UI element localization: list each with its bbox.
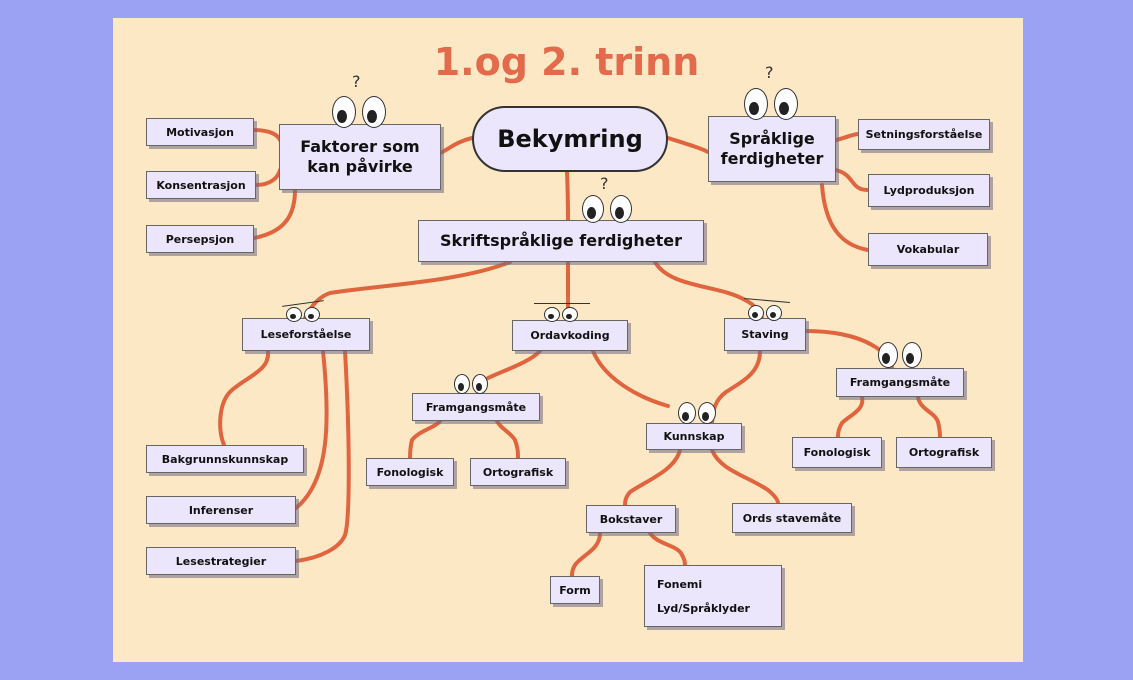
eyes-icon	[452, 372, 492, 394]
link-factors-motivasjon	[252, 128, 282, 142]
link-root-skrift	[565, 170, 570, 222]
node-inferenser[interactable]: Inferenser	[146, 496, 296, 524]
link-framgang2-fonologisk	[836, 395, 865, 439]
eye-right	[362, 96, 386, 128]
link-framgang2-ortografisk	[916, 395, 942, 439]
node-motivasjon[interactable]: Motivasjon	[146, 118, 254, 146]
eye-left	[582, 195, 604, 223]
node-kunnskap[interactable]: Kunnskap	[646, 423, 742, 450]
node-leseforstaelse[interactable]: Leseforståelse	[242, 318, 370, 351]
link-lese-strategier	[294, 349, 351, 563]
link-lese-bakgrunn	[218, 349, 271, 447]
eye-left	[878, 342, 898, 368]
eyes-icon	[876, 340, 926, 368]
link-framgang-ortografisk	[495, 419, 520, 460]
eye-left	[744, 88, 768, 120]
link-bokstaver-form	[570, 531, 602, 578]
eye-right	[774, 88, 798, 120]
link-factors-persepsjon	[252, 188, 297, 240]
link-ord-framgang	[486, 349, 542, 380]
node-spraklige-ferdigheter[interactable]: Språklige ferdigheter	[708, 116, 836, 182]
link-kunnskap-ords	[710, 448, 780, 505]
eye-left	[678, 402, 696, 424]
node-form[interactable]: Form	[550, 576, 600, 604]
node-lesestrategier[interactable]: Lesestrategier	[146, 547, 296, 575]
node-faktorer[interactable]: Faktorer som kan påvirke	[279, 124, 441, 190]
node-fonemi-label: Fonemi	[657, 577, 703, 591]
link-kunnskap-bokstaver	[623, 448, 682, 507]
node-setningsforstaelse[interactable]: Setningsforståelse	[858, 119, 990, 150]
link-skrift-lese	[303, 260, 512, 320]
node-skriftspraklige[interactable]: Skriftspråklige ferdigheter	[418, 220, 704, 262]
node-fonologisk-staving[interactable]: Fonologisk	[792, 437, 882, 468]
node-persepsjon[interactable]: Persepsjon	[146, 225, 254, 253]
node-ortografisk-staving[interactable]: Ortografisk	[896, 437, 992, 468]
eyes-icon	[676, 400, 720, 424]
eye-left	[454, 374, 470, 394]
eyes-icon	[282, 300, 326, 322]
eyes-icon	[744, 297, 792, 321]
eyebrow	[534, 303, 590, 304]
question-mark-icon: ?	[352, 72, 361, 91]
eye-right	[902, 342, 922, 368]
link-spraklige-setning	[834, 132, 860, 142]
link-root-factors	[438, 136, 474, 155]
link-framgang-fonologisk	[408, 419, 442, 460]
node-ortografisk-ordavkoding[interactable]: Ortografisk	[470, 458, 566, 486]
node-vokabular[interactable]: Vokabular	[868, 233, 988, 266]
eye-left	[748, 305, 764, 321]
link-lese-inferenser	[294, 349, 329, 510]
node-ords-stavemate[interactable]: Ords stavemåte	[732, 503, 852, 533]
eyes-icon	[534, 303, 592, 322]
node-framgangsmate-ordavkoding[interactable]: Framgangsmåte	[412, 393, 540, 421]
eyes-icon	[742, 84, 802, 120]
node-fonologisk-ordavkoding[interactable]: Fonologisk	[366, 458, 454, 486]
eye-left	[286, 307, 302, 322]
node-bokstaver[interactable]: Bokstaver	[586, 505, 676, 533]
node-framgangsmate-staving[interactable]: Framgangsmåte	[836, 368, 964, 397]
page-title: 1.og 2. trinn	[433, 40, 700, 84]
link-bokstaver-fonemi	[648, 531, 687, 567]
node-fonemi[interactable]: Fonemi Lyd/Språklyder	[644, 565, 782, 627]
node-lydproduksjon[interactable]: Lydproduksjon	[868, 174, 990, 207]
eyes-icon	[330, 92, 390, 128]
node-ordavkoding[interactable]: Ordavkoding	[512, 320, 628, 351]
question-mark-icon: ?	[600, 174, 609, 193]
node-bekymring[interactable]: Bekymring	[472, 106, 668, 172]
node-lyd-spraklyder-label: Lyd/Språklyder	[657, 601, 750, 615]
node-staving[interactable]: Staving	[724, 318, 806, 351]
link-spraklige-lyd	[834, 168, 870, 192]
eye-right	[766, 305, 782, 321]
node-bakgrunnskunnskap[interactable]: Bakgrunnskunnskap	[146, 445, 304, 473]
eyes-icon	[580, 192, 640, 224]
eye-right	[562, 307, 578, 322]
eye-left	[332, 96, 356, 128]
eye-right	[304, 307, 320, 322]
link-root-spraklige	[666, 136, 710, 154]
eye-left	[544, 307, 560, 322]
link-spraklige-vokabular	[820, 183, 870, 252]
link-ord-kunnskap	[591, 349, 670, 408]
eye-right	[472, 374, 488, 394]
question-mark-icon: ?	[765, 63, 774, 82]
link-factors-konsentrasjon	[254, 168, 282, 187]
node-konsentrasjon[interactable]: Konsentrasjon	[146, 171, 256, 199]
eye-right	[698, 402, 716, 424]
eye-right	[610, 195, 632, 223]
